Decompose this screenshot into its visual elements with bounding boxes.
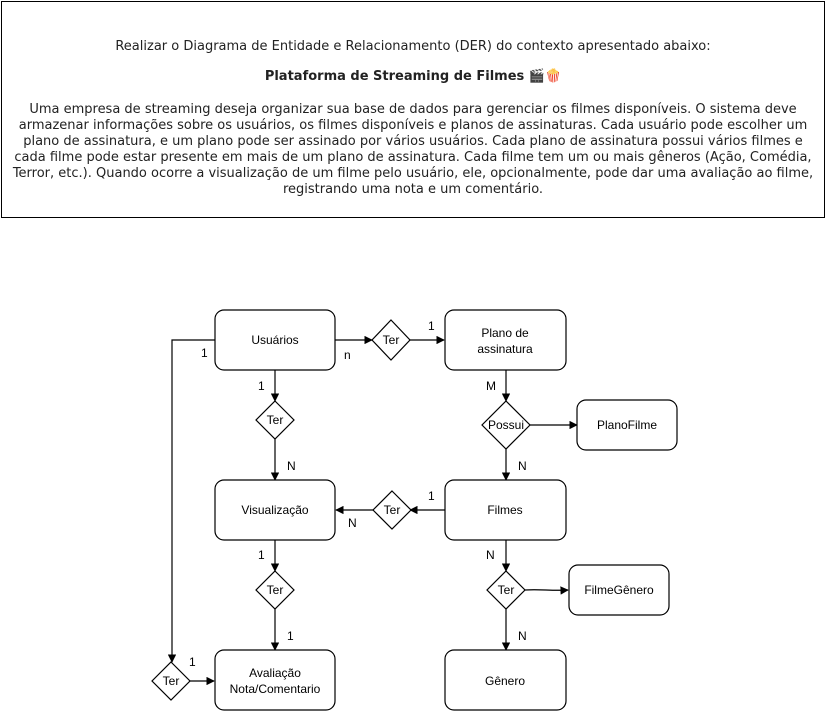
cardinality-label: N <box>518 629 527 643</box>
context-body: Uma empresa de streaming deseja organiza… <box>12 102 814 197</box>
entity-planofilme: PlanoFilme <box>576 399 678 451</box>
relationship-ter-filmes-genero: Ter <box>486 570 526 610</box>
cardinality-label: 1 <box>189 655 196 669</box>
cardinality-label: 1 <box>428 489 435 503</box>
entity-avaliacao-label-1: Avaliação <box>249 666 301 680</box>
edge-ter-filmegenero <box>524 586 569 595</box>
relationship-label: Ter <box>384 503 401 517</box>
entity-filmegenero-label: FilmeGênero <box>584 583 654 597</box>
cardinality-label: 1 <box>258 548 265 562</box>
cardinality-label: n <box>344 348 351 362</box>
entity-planofilme-label: PlanoFilme <box>597 418 657 432</box>
relationship-ter-usuarios-avaliacao: Ter <box>151 661 191 701</box>
relationship-label: Ter <box>267 583 284 597</box>
entity-avaliacao-label-2: Nota/Comentario <box>230 682 321 696</box>
cardinality-label: N <box>287 459 296 473</box>
relationship-label: Ter <box>267 413 284 427</box>
relationship-label: Ter <box>163 674 180 688</box>
cardinality-label: M <box>486 379 496 393</box>
entity-plano-assinatura: Plano de assinatura <box>444 309 567 371</box>
relationship-possui: Possui <box>481 400 531 450</box>
relationship-label: Ter <box>383 333 400 347</box>
connectors <box>167 335 578 686</box>
context-title: Plataforma de Streaming de Filmes 🎬🍿 <box>264 69 562 84</box>
entity-filmes: Filmes <box>444 479 567 541</box>
context-box: Realizar o Diagrama de Entidade e Relaci… <box>1 1 825 218</box>
relationship-label: Ter <box>498 583 515 597</box>
cardinality-label: 1 <box>428 319 435 333</box>
entity-usuarios-label: Usuários <box>251 333 298 347</box>
entity-visualizacao-label: Visualização <box>241 503 308 517</box>
entity-plano-label-2: assinatura <box>477 342 533 356</box>
entity-plano-label-1: Plano de <box>481 326 529 340</box>
cardinality-label: 1 <box>287 629 294 643</box>
cardinality-label: 1 <box>201 346 208 360</box>
context-intro: Realizar o Diagrama de Entidade e Relaci… <box>115 39 711 54</box>
cardinality-label: N <box>518 459 527 473</box>
edge-usuarios-ter-avaliacao <box>167 339 215 663</box>
entity-filmes-label: Filmes <box>487 503 522 517</box>
cardinality-label: 1 <box>258 379 265 393</box>
cardinalities: 1 n 1 1 N M N 1 N 1 1 N N 1 <box>189 319 527 669</box>
entity-visualizacao: Visualização <box>214 479 336 541</box>
relationship-ter-usuarios-visualizacao: Ter <box>255 400 295 440</box>
entity-filmegenero: FilmeGênero <box>568 564 670 616</box>
entity-avaliacao: Avaliação Nota/Comentario <box>214 649 336 711</box>
entity-genero: Gênero <box>444 649 567 711</box>
cardinality-label: N <box>348 516 357 530</box>
relationship-label: Possui <box>488 418 524 432</box>
relationship-ter-filmes-visualizacao: Ter <box>372 490 412 530</box>
entity-usuarios: Usuários <box>214 309 336 371</box>
relationship-ter-visualizacao-avaliacao: Ter <box>255 570 295 610</box>
entity-genero-label: Gênero <box>485 674 525 688</box>
cardinality-label: N <box>486 548 495 562</box>
relationship-ter-usuarios-plano: Ter <box>371 319 411 361</box>
